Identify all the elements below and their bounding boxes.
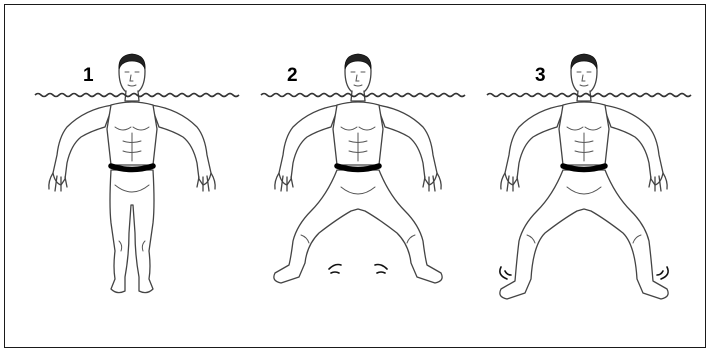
swimmer-body <box>274 54 442 283</box>
swimmer-figure <box>15 5 249 349</box>
panel-3: 3 <box>467 5 701 349</box>
water-line <box>487 94 691 97</box>
water-line <box>261 94 465 97</box>
panel-number: 2 <box>287 65 298 87</box>
figure-frame: 1 2 3 <box>4 4 706 348</box>
swimmer-figure <box>241 5 475 349</box>
swimmer-figure <box>467 5 701 349</box>
panel-number: 1 <box>83 65 94 87</box>
swimmer-body <box>500 54 668 299</box>
water-line <box>35 94 239 97</box>
swimmer-body <box>49 54 215 293</box>
panel-number: 3 <box>535 65 546 87</box>
panel-1: 1 <box>15 5 249 349</box>
panel-2: 2 <box>241 5 475 349</box>
